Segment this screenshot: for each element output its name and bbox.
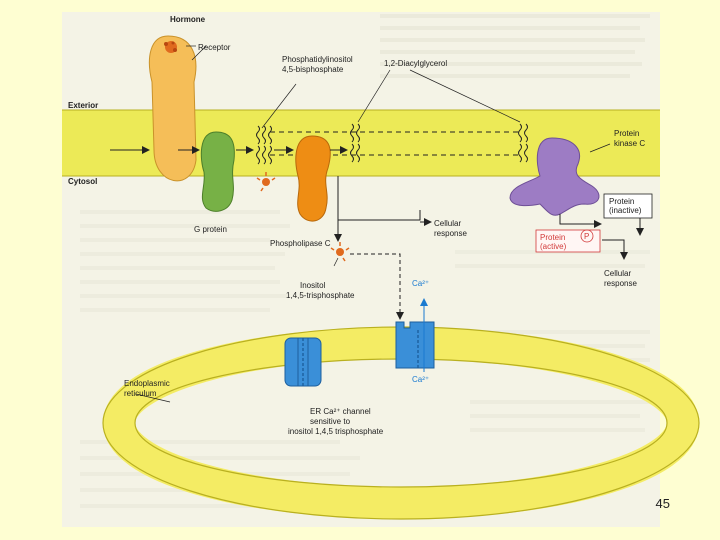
g-protein — [200, 131, 235, 212]
cellular-response-1-line2: response — [434, 229, 467, 238]
cellular-response-1-line1: Cellular — [434, 219, 461, 228]
protein-inactive-box — [603, 193, 653, 219]
exterior-label: Exterior — [68, 101, 98, 110]
ip3-label-line2: 1,4,5-trisphosphate — [286, 291, 355, 300]
slide-number: 45 — [655, 496, 670, 511]
phospholipase-c — [295, 135, 331, 222]
er-channel-label-line2: sensitive to — [310, 417, 351, 426]
cytosol-label: Cytosol — [68, 177, 97, 186]
phosphate-circle — [580, 229, 594, 243]
dag-label: 1,2-Diacylglycerol — [384, 59, 447, 68]
pkc-label-line1: Protein — [614, 129, 639, 138]
arrow-pkc-to-protein — [559, 214, 602, 228]
er-channel-label-line1: ER Ca²⁺ channel — [310, 407, 371, 416]
pip2-label-line2: 4,5-bisphosphate — [282, 65, 344, 74]
ip3-molecule-cytosol — [330, 242, 350, 262]
hormone-label: Hormone — [170, 15, 206, 24]
er-label-line2: reticulum — [124, 389, 157, 398]
calcium-label-upper: Ca²⁺ — [412, 279, 429, 288]
er-channel-right — [395, 321, 435, 369]
dag-lipid-marks — [350, 123, 528, 163]
arrow-to-cellular-response-1 — [337, 200, 421, 221]
protein-active-box — [535, 229, 601, 253]
er-channel-left — [284, 337, 322, 387]
er-channel-label-line3: inositol 1,4,5 trisphosphate — [288, 427, 384, 436]
protein-active-line1: Protein — [540, 233, 565, 242]
pip2-lipid-marks — [256, 125, 272, 165]
ip3-molecule-membrane — [256, 172, 276, 192]
protein-active-line2: (active) — [540, 242, 567, 251]
arrow-ip3-to-channel — [350, 253, 404, 320]
hormone-molecule — [164, 41, 177, 53]
er-label-line1: Endoplasmic — [124, 379, 170, 388]
receptor-label: Receptor — [198, 43, 231, 52]
protein-inactive-line1: Protein — [609, 197, 634, 206]
label-leader-lines — [135, 45, 611, 403]
phospholipase-c-label: Phospholipase C — [270, 239, 331, 248]
ip3-label-line1: Inositol — [300, 281, 326, 290]
pkc-label-line2: kinase C — [614, 139, 645, 148]
calcium-label-lower: Ca²⁺ — [412, 375, 429, 384]
protein-inactive-line2: (inactive) — [609, 206, 642, 215]
phosphate-label: P — [584, 232, 589, 241]
receptor-protein — [148, 35, 197, 182]
cellular-response-2-line1: Cellular — [604, 269, 631, 278]
pip2-label-line1: Phosphatidylinositol — [282, 55, 353, 64]
g-protein-label: G protein — [194, 225, 227, 234]
cellular-response-2-line2: response — [604, 279, 637, 288]
arrow-active-to-response — [602, 239, 628, 260]
